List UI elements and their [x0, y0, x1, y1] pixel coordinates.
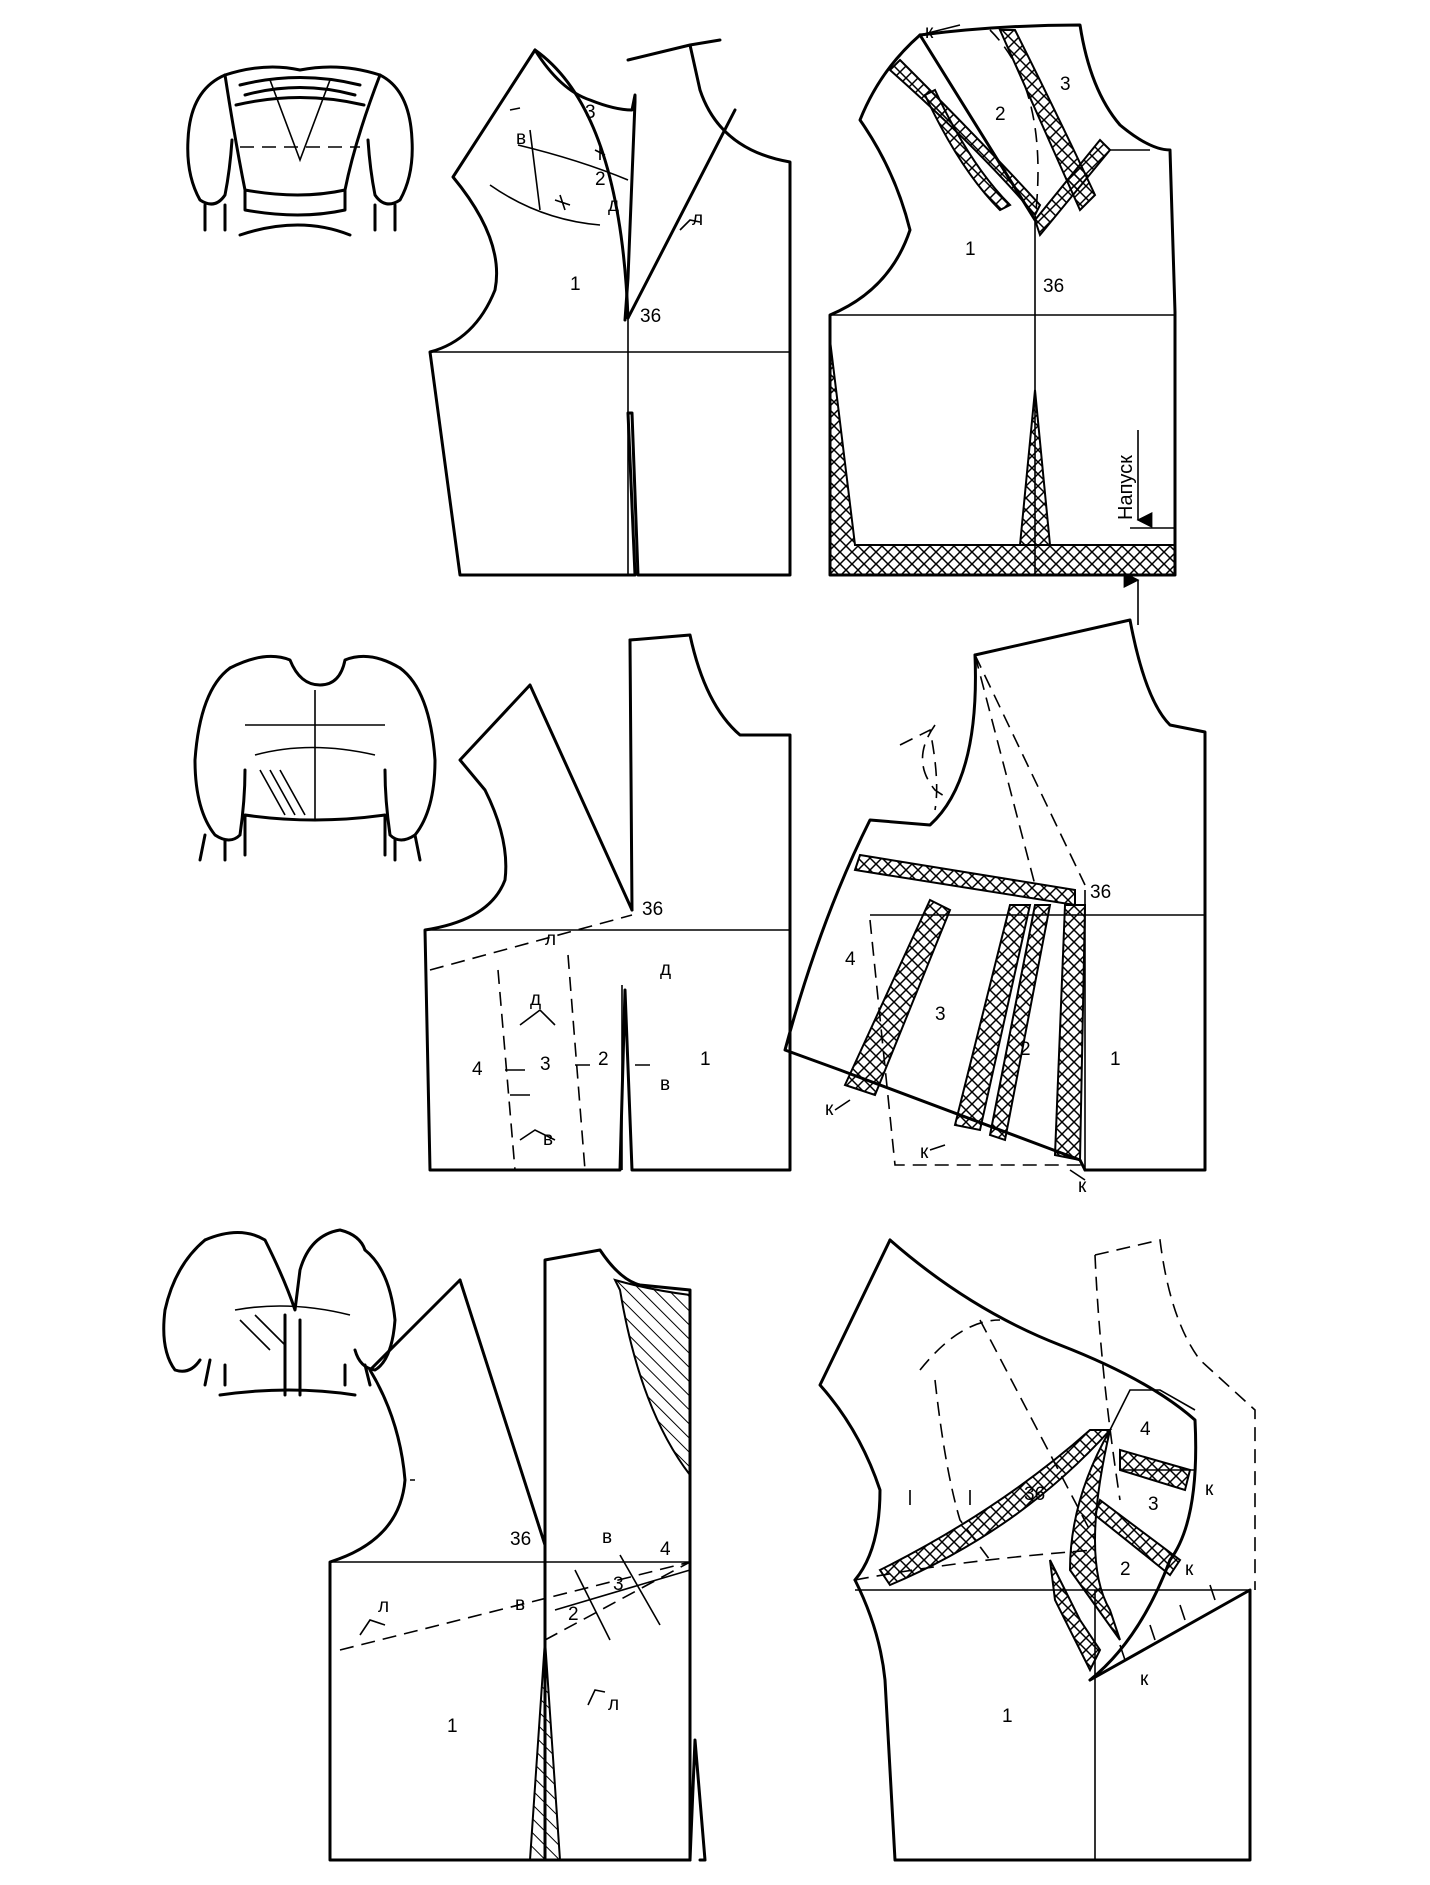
- mark-r1l-l: л: [692, 209, 703, 230]
- pattern-r3-left: 36 4 3 2 1 в в л л: [328, 1248, 707, 1862]
- label-r2r-4: 4: [845, 949, 856, 970]
- label-r2l-36: 36: [642, 899, 663, 920]
- mark-r2r-k3: к: [1078, 1176, 1087, 1197]
- blouse-sketch-1: [186, 65, 414, 237]
- label-r2l-1: 1: [700, 1049, 711, 1070]
- mark-r2l-v2: в: [660, 1074, 670, 1095]
- label-r2r-3: 3: [935, 1004, 946, 1025]
- blouse-sketch-2: [193, 654, 437, 862]
- pattern-r1-left: 3 2 1 36 в д л: [428, 38, 792, 577]
- mark-r1l-d: д: [608, 195, 619, 216]
- label-r3r-4: 4: [1140, 1419, 1151, 1440]
- label-r1r-3: 3: [1060, 74, 1071, 95]
- pattern-r2-right: к к к 4 3 2 1 36: [783, 618, 1207, 1197]
- mark-r3r-k1: к: [1205, 1479, 1214, 1500]
- label-r3r-3: 3: [1148, 1494, 1159, 1515]
- label-r1l-2: 2: [595, 169, 606, 190]
- label-r2l-4: 4: [472, 1059, 483, 1080]
- label-r3r-2: 2: [1120, 1559, 1131, 1580]
- pattern-r1-right: к 3 2 1 36 Напуск: [828, 22, 1177, 625]
- label-r1l-36: 36: [640, 306, 661, 327]
- label-r1r-1: 1: [965, 239, 976, 260]
- mark-r2l-l: л: [545, 929, 556, 950]
- label-r3r-1: 1: [1002, 1706, 1013, 1727]
- mark-r1r-k: к: [925, 22, 934, 43]
- label-r3l-4: 4: [660, 1539, 671, 1560]
- label-r2r-1: 1: [1110, 1049, 1121, 1070]
- mark-r1l-v: в: [516, 128, 526, 149]
- label-napusk: Напуск: [1115, 455, 1137, 520]
- label-r3r-36: 36: [1024, 1484, 1045, 1505]
- pattern-r2-left: л д д в в 4 3 2 1 36: [423, 633, 792, 1172]
- label-r3l-2: 2: [568, 1604, 579, 1625]
- mark-r3r-k3: к: [1140, 1669, 1149, 1690]
- label-r1r-2: 2: [995, 104, 1006, 125]
- mark-r2l-v1: в: [543, 1129, 553, 1150]
- label-r3l-36: 36: [510, 1529, 531, 1550]
- pattern-r3-right: к к к 4 3 2 1 36: [818, 1238, 1256, 1862]
- blouse-sketch-3: [162, 1228, 397, 1397]
- label-r1l-1: 1: [570, 274, 581, 295]
- mark-r3l-l1: л: [378, 1596, 389, 1617]
- label-r1r-36: 36: [1043, 276, 1064, 297]
- mark-r3l-l2: л: [608, 1694, 619, 1715]
- label-r3l-3: 3: [613, 1574, 624, 1595]
- mark-r2l-d1: д: [660, 959, 671, 980]
- label-r2r-2: 2: [1020, 1039, 1031, 1060]
- mark-r2l-d2: д: [530, 989, 541, 1010]
- label-r2r-36: 36: [1090, 882, 1111, 903]
- label-r3l-1: 1: [447, 1716, 458, 1737]
- mark-r3l-v2: в: [515, 1594, 525, 1615]
- label-r1l-3: 3: [585, 102, 596, 123]
- mark-r2r-k2: к: [920, 1142, 929, 1163]
- mark-r3l-v1: в: [602, 1527, 612, 1548]
- mark-r2r-k1: к: [825, 1099, 834, 1120]
- mark-r3r-k2: к: [1185, 1559, 1194, 1580]
- label-r2l-2: 2: [598, 1049, 609, 1070]
- label-r2l-3: 3: [540, 1054, 551, 1075]
